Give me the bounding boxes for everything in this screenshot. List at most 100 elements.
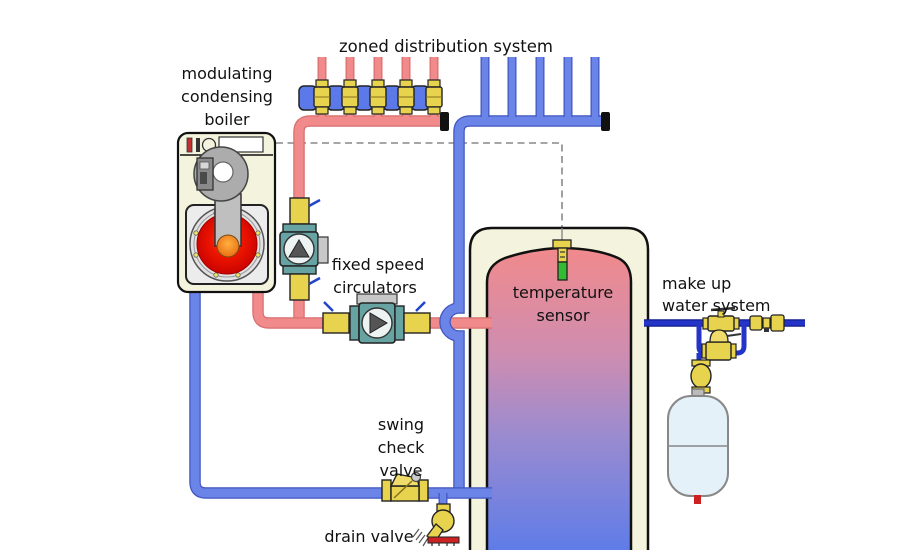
spray xyxy=(422,537,429,547)
check-drain-port xyxy=(764,328,769,332)
valve-nub xyxy=(315,106,329,115)
isolation-valve xyxy=(289,273,310,301)
supply-run xyxy=(253,285,492,328)
valve-nub xyxy=(343,106,357,115)
label-drain-valve: drain valve xyxy=(324,527,413,546)
valve-nub xyxy=(343,79,357,88)
buffer-tank xyxy=(468,226,650,550)
flange xyxy=(349,305,360,341)
label-temp-line1: temperature xyxy=(513,283,614,302)
prv-body xyxy=(705,341,732,361)
circulator-horizontal xyxy=(322,293,431,344)
valve-handle xyxy=(415,301,426,312)
check-flap xyxy=(393,480,413,499)
label-circulators: fixed speed circulators xyxy=(332,255,424,297)
valve-nub xyxy=(371,79,385,88)
check-segment xyxy=(749,315,763,331)
isolation-valve xyxy=(322,312,350,334)
air-valve-stub xyxy=(694,495,701,504)
flange xyxy=(282,223,317,233)
capacitor-box xyxy=(317,236,329,264)
pressure-reducing-valve-icon xyxy=(701,329,742,361)
supply-manifold xyxy=(294,116,447,323)
return-riser xyxy=(440,116,607,493)
drain-base-feet xyxy=(431,543,455,546)
isolation-valve xyxy=(403,312,431,334)
return-piping xyxy=(189,57,610,508)
label-circulators-line1: fixed speed xyxy=(332,255,424,274)
label-boiler-line3: boiler xyxy=(204,110,250,129)
sensor-cap xyxy=(552,239,572,249)
label-makeup-line2: water system xyxy=(662,296,771,315)
return-end-cap xyxy=(601,112,610,131)
drain-spray-lines xyxy=(412,528,429,547)
return-riser2 xyxy=(481,57,599,117)
diagram-labels: zoned distribution system modulating con… xyxy=(181,37,770,546)
valve-nub xyxy=(427,106,441,115)
label-swing-check: swing check valve xyxy=(378,415,426,480)
valve-nub xyxy=(427,79,441,88)
thermometer-icon xyxy=(186,137,193,153)
label-makeup-water: make up water system xyxy=(662,274,771,315)
zone-valve xyxy=(369,79,387,115)
expansion-tank-valve-icon xyxy=(690,359,712,394)
valve-nub xyxy=(371,106,385,115)
check-segment xyxy=(770,314,785,332)
circulator-vertical xyxy=(279,197,329,301)
motor-detail xyxy=(199,161,210,170)
label-swing-line1: swing xyxy=(378,415,424,434)
check-flange xyxy=(381,479,392,502)
valve-nub xyxy=(399,79,413,88)
drain-valve-icon xyxy=(412,503,460,547)
switch-icon xyxy=(196,138,200,152)
label-swing-line3: valve xyxy=(379,461,422,480)
sensor-thread xyxy=(557,247,568,263)
valve-handle xyxy=(308,276,321,286)
bolt xyxy=(255,230,261,236)
spray xyxy=(418,534,426,544)
valve-handle xyxy=(323,301,334,312)
zone-valves xyxy=(313,79,443,115)
return-risers xyxy=(480,57,600,117)
temperature-sensor-icon xyxy=(552,239,572,281)
swing-check-valve-icon xyxy=(381,471,429,502)
zone-valve xyxy=(313,79,331,115)
burner-assembly xyxy=(185,193,269,285)
supply-end-cap xyxy=(440,112,449,131)
label-boiler-line1: modulating xyxy=(182,64,273,83)
bolt xyxy=(193,230,199,236)
zone-valve xyxy=(341,79,359,115)
check-segment xyxy=(762,317,771,329)
zone-actuators xyxy=(298,85,430,111)
valve-nub xyxy=(315,79,329,88)
valve-stem xyxy=(717,310,725,318)
check-flange xyxy=(418,479,429,502)
valve-nub xyxy=(399,106,413,115)
label-boiler-line2: condensing xyxy=(181,87,273,106)
label-swing-line2: check xyxy=(378,438,426,457)
label-temp-line2: sensor xyxy=(536,306,589,325)
backflow-check-icon xyxy=(749,314,785,332)
zone-valve xyxy=(425,79,443,115)
label-boiler: modulating condensing boiler xyxy=(181,64,273,129)
control-wire xyxy=(276,142,563,228)
label-temperature-sensor: temperature sensor xyxy=(513,283,614,325)
blower-assembly xyxy=(193,146,249,202)
bolt xyxy=(235,272,241,278)
flame-icon xyxy=(216,234,240,258)
spray xyxy=(412,528,420,538)
spray xyxy=(415,531,423,541)
flow-arrow-right xyxy=(369,312,388,334)
makeup-water-components xyxy=(667,306,785,504)
ball-valve-icon xyxy=(702,306,740,332)
label-zoned-distribution: zoned distribution system xyxy=(339,37,553,56)
valve-lever xyxy=(710,306,736,312)
motor-detail2 xyxy=(200,172,207,184)
check-hinge-pin xyxy=(410,471,422,483)
isolation-valve xyxy=(289,197,310,225)
zone-valve-manifold xyxy=(298,79,443,115)
zone-valve xyxy=(397,79,415,115)
bolt xyxy=(255,252,261,258)
